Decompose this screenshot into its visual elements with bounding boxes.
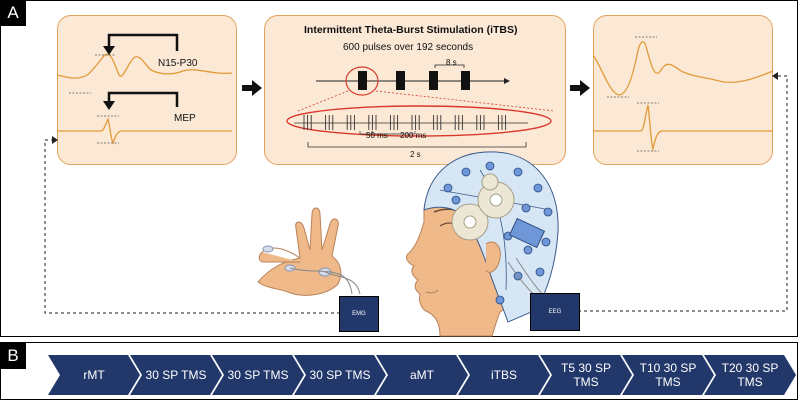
electrode bbox=[523, 245, 533, 255]
timeline-step-chevron bbox=[704, 355, 796, 395]
post-mep-trace bbox=[593, 104, 773, 152]
train-interval-label: 8 s bbox=[446, 58, 457, 67]
eeg-amplifier bbox=[508, 217, 546, 249]
pulse-interval-label: 50 ms bbox=[366, 131, 388, 140]
setup-illustration bbox=[44, 72, 788, 337]
post-traces bbox=[593, 36, 773, 152]
n15-p30-trace bbox=[57, 53, 233, 79]
timeline-step-label: 30 SP TMS bbox=[309, 368, 371, 382]
baseline-traces bbox=[57, 33, 233, 145]
burst-interval-label: 200 ms bbox=[400, 131, 427, 140]
baseline-traces-box bbox=[57, 15, 237, 165]
train-block-1 bbox=[358, 71, 367, 90]
timeline-step-chevron bbox=[294, 355, 386, 395]
post-n15-trace bbox=[593, 41, 773, 96]
electrode bbox=[535, 267, 545, 277]
electrode bbox=[513, 167, 523, 177]
timeline-step-chevron bbox=[376, 355, 468, 395]
n15-p30-label: N15-P30 bbox=[158, 58, 198, 69]
timeline-step-chevron bbox=[622, 355, 714, 395]
panel-label-a: A bbox=[0, 0, 26, 26]
electrode bbox=[543, 207, 553, 217]
itbs-box bbox=[264, 15, 566, 165]
eeg-device: EEG bbox=[530, 293, 580, 331]
electrode bbox=[443, 183, 453, 193]
electrode bbox=[495, 295, 505, 305]
electrode bbox=[451, 195, 461, 205]
timeline-step-label: aMT bbox=[410, 368, 434, 382]
timeline-step-chevron bbox=[48, 355, 140, 395]
zoom-circle bbox=[345, 66, 379, 96]
pulse-train-ellipse bbox=[286, 105, 552, 137]
timeline-step-label: T20 30 SP TMS bbox=[721, 361, 779, 389]
arrow-right-icon bbox=[242, 80, 262, 96]
train-block-3 bbox=[429, 71, 438, 90]
panel-label-b: B bbox=[0, 343, 26, 369]
timeline-step-chevron bbox=[212, 355, 304, 395]
itbs-title: Intermittent Theta-Burst Stimulation (iT… bbox=[304, 24, 518, 36]
n15-arrow bbox=[107, 33, 179, 51]
arrow-right-icon bbox=[570, 80, 590, 96]
timeline-step-chevron bbox=[458, 355, 550, 395]
timeline-step-label: iTBS bbox=[490, 368, 517, 382]
train-duration-label: 2 s bbox=[410, 150, 421, 159]
electrode bbox=[485, 161, 495, 171]
timeline-step-label: 30 SP TMS bbox=[145, 368, 207, 382]
post-traces-box bbox=[593, 15, 773, 165]
itbs-subtitle: 600 pulses over 192 seconds bbox=[343, 42, 474, 53]
timeline-step-label: rMT bbox=[83, 368, 105, 382]
train-block-2 bbox=[396, 71, 405, 90]
mep-label: MEP bbox=[174, 113, 196, 124]
eeg-feedback-line bbox=[578, 75, 788, 312]
electrode bbox=[541, 237, 551, 247]
electrode bbox=[461, 167, 471, 177]
timeline-step-chevron bbox=[130, 355, 222, 395]
timeline-step-chevron bbox=[540, 355, 632, 395]
timeline-step-label: T10 30 SP TMS bbox=[639, 361, 697, 389]
timeline-step-label: T5 30 SP TMS bbox=[560, 361, 612, 389]
timeline-step-label: 30 SP TMS bbox=[227, 368, 289, 382]
mep-trace bbox=[57, 117, 232, 145]
electrode bbox=[521, 203, 531, 213]
electrode bbox=[533, 183, 543, 193]
train-block-4 bbox=[461, 71, 470, 90]
emg-device: EMG bbox=[339, 296, 379, 332]
section-a bbox=[0, 0, 798, 337]
itbs-protocol-diagram bbox=[286, 64, 555, 148]
mep-arrow bbox=[107, 91, 179, 107]
